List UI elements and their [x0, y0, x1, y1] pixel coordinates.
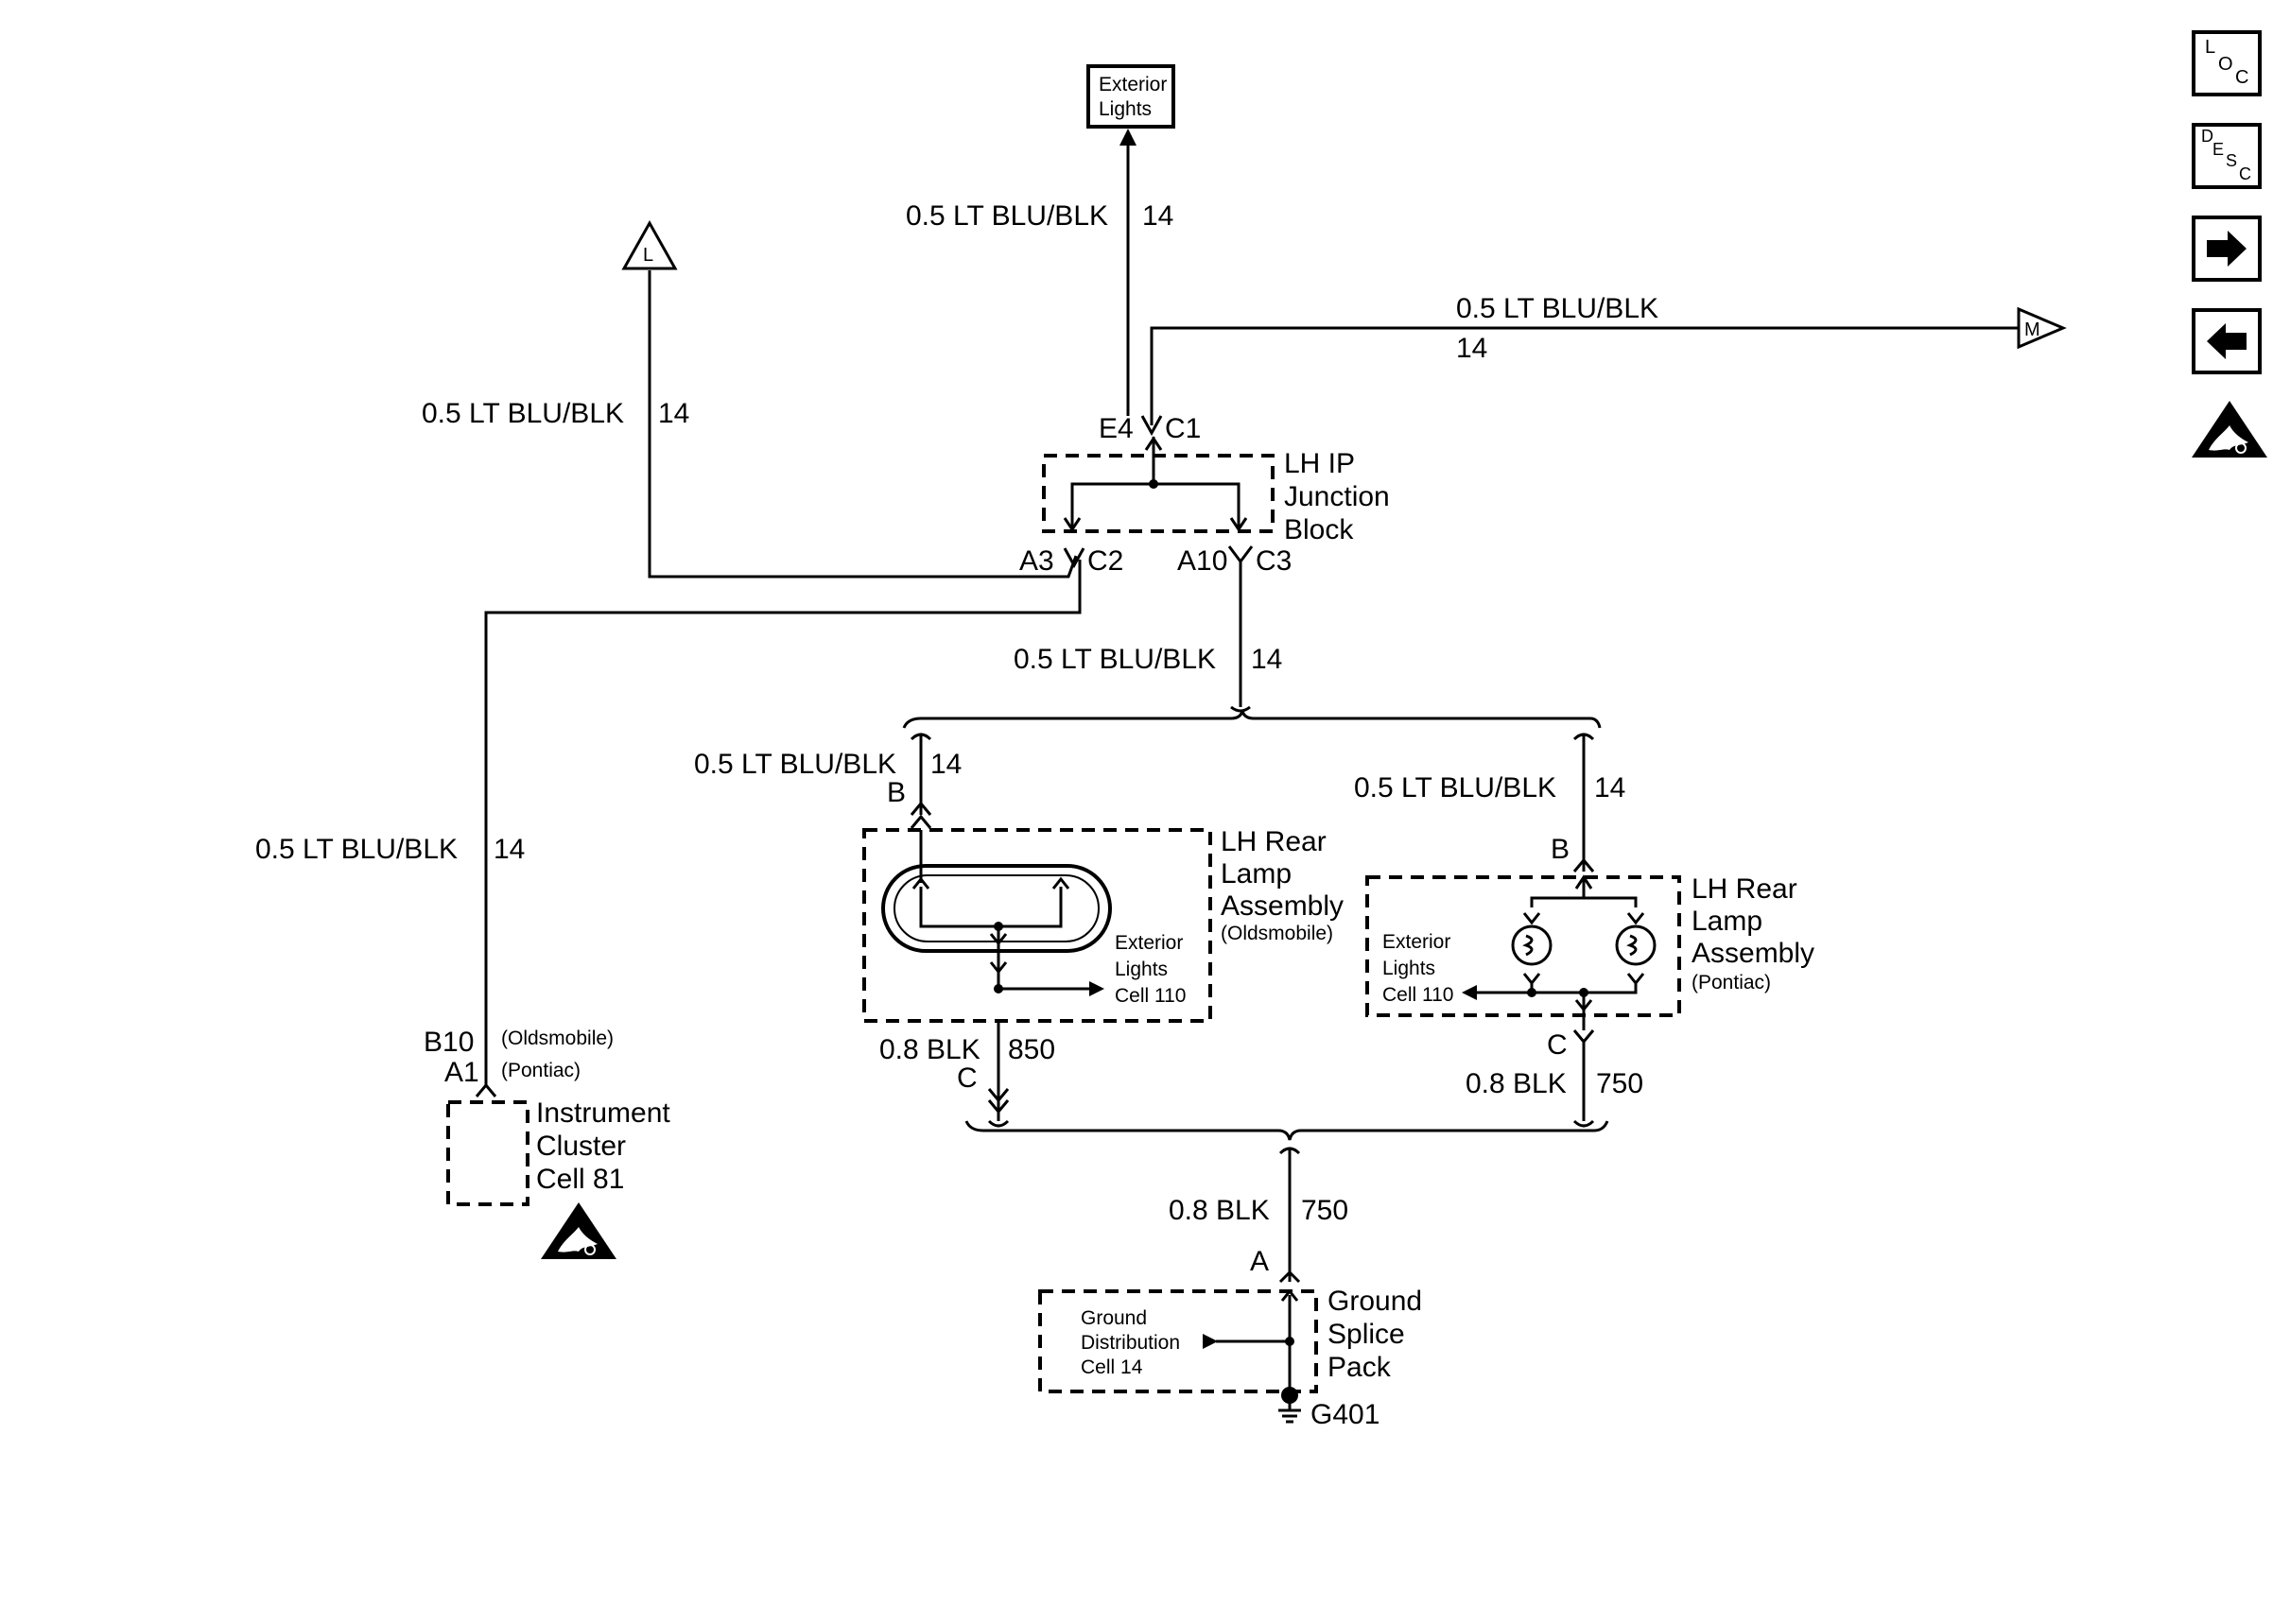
wire-circuit-mid: 14 [1251, 644, 1282, 675]
olds-branch-mark [910, 733, 932, 741]
wire-arrow-up-icon [1119, 129, 1136, 146]
junction-block-internal [1063, 436, 1248, 532]
pontiac-lamp-outline [1365, 875, 1681, 1017]
desc-button[interactable]: D E S C [2192, 123, 2262, 189]
pontiac-lamp-bulbs [1462, 874, 1657, 1030]
wire-circuit-top: 14 [1142, 200, 1173, 232]
wire-label-pontiac: 0.5 LT BLU/BLK [1354, 772, 1556, 803]
exterior-lights-label: Exterior Lights [1099, 74, 1172, 120]
pin-olds-c: C [957, 1063, 978, 1094]
pin-cluster-b10: B10 [424, 1027, 474, 1058]
pin-pontiac-b: B [1551, 834, 1570, 865]
olds-lamp-bulb [881, 830, 1112, 989]
svg-text:E: E [2212, 140, 2224, 159]
wire-label-cluster: 0.5 LT BLU/BLK [255, 834, 458, 865]
svg-text:L: L [643, 245, 653, 266]
pin-pontiac-c: C [1547, 1029, 1568, 1061]
wire-circuit-olds: 14 [930, 749, 962, 780]
arrow-left-icon [2207, 323, 2247, 359]
wire-label-mid: 0.5 LT BLU/BLK [1014, 644, 1216, 675]
esd-warning-icon [2191, 400, 2268, 458]
pin-c1: C1 [1165, 413, 1201, 444]
pin-c3: C3 [1256, 545, 1292, 577]
cluster-pontiac-note: (Pontiac) [501, 1060, 581, 1081]
splice-bracket-top [902, 710, 1602, 729]
wire-label-left-upper: 0.5 LT BLU/BLK [422, 398, 624, 429]
ground-point-dot [1281, 1387, 1298, 1404]
svg-text:C: C [2239, 164, 2251, 183]
wire-to-l [648, 270, 1078, 579]
pontiac-conn-b-mark [1572, 857, 1595, 872]
olds-ref-label: Exterior Lights Cell 110 [1115, 932, 1189, 1007]
svg-text:C: C [2235, 67, 2248, 88]
cluster-esd-icon [540, 1201, 617, 1260]
ground-ref-arrow-icon [1203, 1334, 1218, 1349]
ground-splice-outline [1038, 1289, 1318, 1393]
wire-label-right: 0.5 LT BLU/BLK [1456, 293, 1658, 324]
pin-splice-a: A [1250, 1246, 1269, 1277]
junction-block-outline [1042, 454, 1275, 533]
wire-circuit-right: 14 [1456, 333, 1487, 364]
pontiac-lamp-label: LH Rear Lamp Assembly [1692, 873, 1814, 969]
loc-icon: L [2205, 37, 2215, 58]
cluster-olds-note: (Oldsmobile) [501, 1028, 614, 1049]
ground-splice-label: Ground Splice Pack [1327, 1286, 1430, 1383]
arrow-right-icon [2207, 231, 2247, 267]
wire-to-m [1150, 326, 2019, 425]
connector-c3-mark [1227, 545, 1254, 564]
ground-point-label: G401 [1310, 1399, 1379, 1430]
ground-label-olds: 0.8 BLK [879, 1034, 980, 1065]
wire-to-cluster [484, 560, 1082, 1087]
splice-bracket-bottom [964, 1120, 1609, 1141]
pin-a10: A10 [1177, 545, 1227, 577]
desc-icon: D [2201, 127, 2213, 146]
olds-lamp-note: (Oldsmobile) [1221, 923, 1333, 944]
off-page-l-connector[interactable]: L [621, 219, 678, 270]
wire-circuit-left-upper: 14 [658, 398, 689, 429]
prev-page-button[interactable] [2192, 308, 2262, 374]
ground-circuit-pontiac: 750 [1596, 1068, 1643, 1099]
pin-cluster-a1: A1 [444, 1057, 479, 1088]
pontiac-ref-label: Exterior Lights Cell 110 [1382, 931, 1456, 1006]
ground-label-main: 0.8 BLK [1169, 1195, 1270, 1226]
pontiac-branch-mark [1572, 733, 1595, 741]
loc-button[interactable]: L O C [2192, 30, 2262, 96]
pin-olds-b: B [887, 777, 906, 808]
pin-e4: E4 [1099, 413, 1134, 444]
svg-text:S: S [2226, 151, 2237, 170]
wire-label-top: 0.5 LT BLU/BLK [906, 200, 1108, 232]
pin-c2: C2 [1087, 545, 1123, 577]
ground-circuit-olds: 850 [1008, 1034, 1055, 1065]
wire-circuit-cluster: 14 [494, 834, 525, 865]
cluster-label: Instrument Cluster Cell 81 [536, 1097, 678, 1195]
pontiac-lamp-note: (Pontiac) [1692, 972, 1771, 993]
next-page-button[interactable] [2192, 216, 2262, 282]
pin-a3: A3 [1019, 545, 1054, 577]
ground-ref-label: Ground Distribution Cell 14 [1081, 1307, 1186, 1378]
olds-lamp-outline [862, 828, 1212, 1023]
off-page-m-connector[interactable]: M [2017, 306, 2067, 350]
olds-conn-b-mark [910, 801, 932, 816]
ground-label-pontiac: 0.8 BLK [1466, 1068, 1567, 1099]
splice-top-mark [1230, 705, 1251, 713]
olds-lamp-label: LH Rear Lamp Assembly [1221, 826, 1344, 922]
svg-text:O: O [2218, 54, 2233, 75]
connector-c2-mark [1063, 547, 1085, 569]
svg-text:M: M [2024, 320, 2040, 340]
olds-ref-arrow-icon [1089, 981, 1104, 996]
junction-block-label: LH IP Junction Block [1284, 448, 1397, 545]
wire-circuit-pontiac: 14 [1594, 772, 1625, 803]
connector-c1-mark [1140, 415, 1163, 437]
wire-label-olds: 0.5 LT BLU/BLK [694, 749, 896, 780]
ground-circuit-main: 750 [1301, 1195, 1348, 1226]
exterior-lights-connector[interactable]: Exterior Lights [1086, 64, 1175, 129]
ground-symbol-icon [1278, 1403, 1301, 1424]
cluster-outline [446, 1100, 529, 1206]
